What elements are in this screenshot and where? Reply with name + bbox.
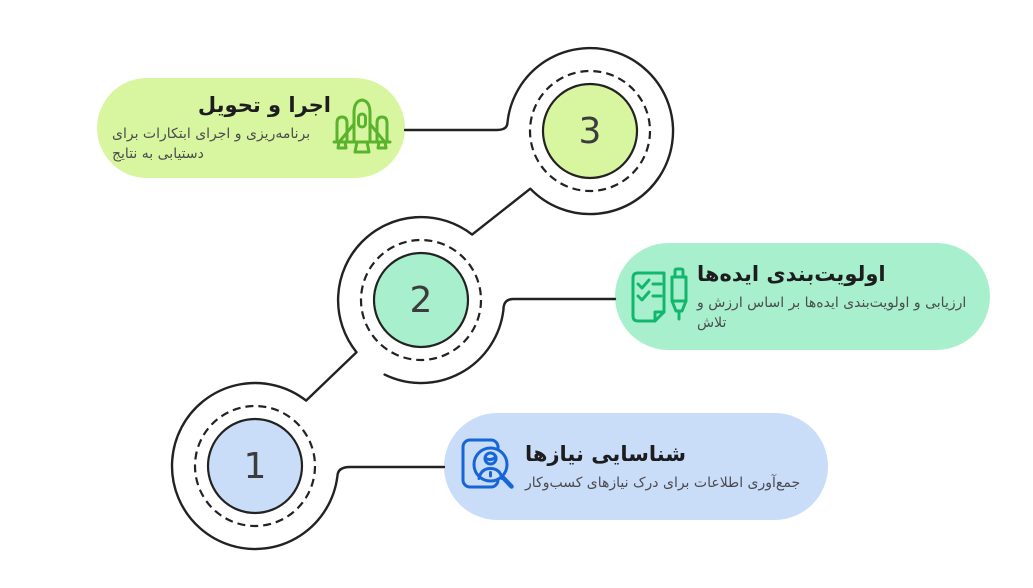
step-2-description: ارزیابی و اولویت‌بندی ایده‌ها بر اساس ار… xyxy=(697,294,967,331)
step-3-number: 3 xyxy=(578,110,602,152)
rocket-icon xyxy=(330,95,394,161)
step-3-description: برنامه‌ریزی و اجرای ابتکارات برای دستیاب… xyxy=(112,126,311,162)
step-3-card: اجرا و تحویل برنامه‌ریزی و اجرای ابتکارا… xyxy=(97,78,405,178)
step-2-title: اولویت‌بندی ایده‌ها xyxy=(697,261,886,286)
checklist-pen-icon xyxy=(626,264,690,330)
step-1-number: 1 xyxy=(243,445,267,487)
user-search-icon xyxy=(455,434,519,500)
step-1-title: شناسایی نیازها xyxy=(525,441,686,466)
step-2-text: اولویت‌بندی ایده‌ها ارزیابی و اولویت‌بند… xyxy=(697,261,972,333)
step-1-card: شناسایی نیازها جمع‌آوری اطلاعات برای درک… xyxy=(444,413,828,520)
step-1-text: شناسایی نیازها جمع‌آوری اطلاعات برای درک… xyxy=(525,441,810,493)
step-3-title: اجرا و تحویل xyxy=(197,93,331,117)
step-3-text: اجرا و تحویل برنامه‌ریزی و اجرای ابتکارا… xyxy=(112,92,331,164)
step-1-description: جمع‌آوری اطلاعات برای درک نیازهای کسب‌وک… xyxy=(525,474,801,491)
step-2-card: اولویت‌بندی ایده‌ها ارزیابی و اولویت‌بند… xyxy=(615,243,990,350)
step-2-number: 2 xyxy=(409,279,433,321)
